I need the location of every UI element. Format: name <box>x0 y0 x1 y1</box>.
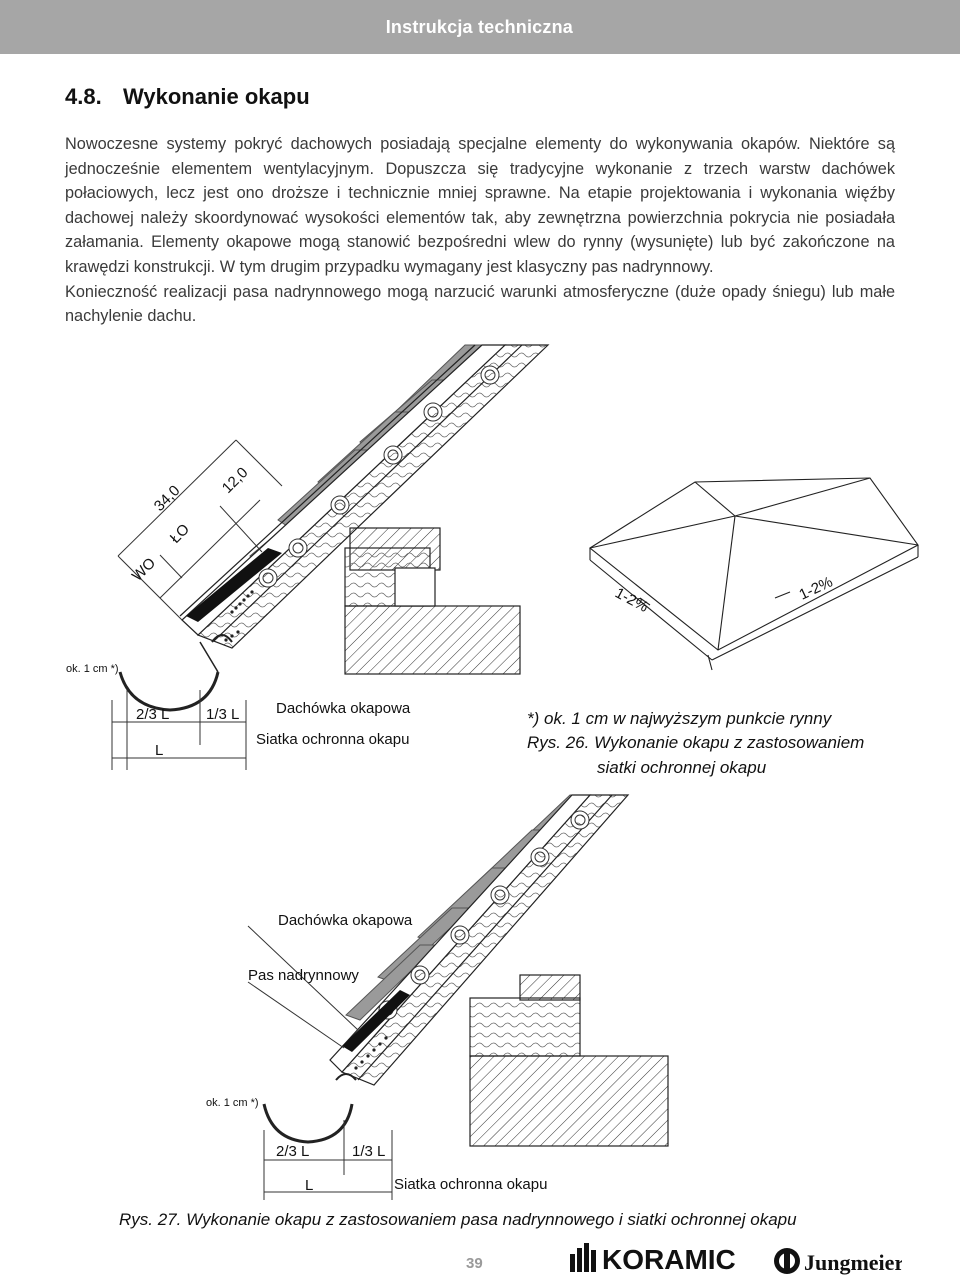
length-26: L <box>155 742 163 759</box>
koramic-text: KORAMIC <box>602 1244 736 1274</box>
gutter-hook-26 <box>211 634 233 643</box>
length-dimension-27 <box>263 1120 393 1200</box>
leader-lines-27 <box>247 925 359 1049</box>
header-bar: Instrukcja techniczna <box>0 0 960 54</box>
two-thirds-26: 2/3 L <box>136 706 169 723</box>
section-title: 4.8. Wykonanie okapu <box>65 84 310 110</box>
paragraph-1: Nowoczesne systemy pokryć dachowych posi… <box>65 135 895 276</box>
protective-mesh-26 <box>224 590 254 642</box>
body-text: Nowoczesne systemy pokryć dachowych posi… <box>65 132 895 329</box>
header-title: Instrukcja techniczna <box>385 17 573 37</box>
koramic-logo: KORAMIC <box>568 1240 758 1279</box>
caption-fig26-line1: Rys. 26. Wykonanie okapu z zastosowaniem <box>527 733 865 752</box>
footnote-26: *) ok. 1 cm w najwyższym punkcie rynny <box>527 709 833 728</box>
slope-left: 1-2% <box>612 585 651 616</box>
jungmeier-emblem-icon <box>774 1248 800 1274</box>
gap-note-27: ok. 1 cm *) <box>206 1097 259 1109</box>
dimension-wo: WO <box>129 555 159 585</box>
figure-26: WO ŁO 34,0 12,0 ok. 1 cm *) 2/3 L 1/3 L … <box>66 344 919 770</box>
battens-26 <box>258 365 500 588</box>
wall-structure-26 <box>344 527 521 675</box>
page-number: 39 <box>466 1255 483 1272</box>
one-third-27: 1/3 L <box>352 1143 385 1160</box>
hip-roof-sketch <box>589 477 919 671</box>
label-mesh-27: Siatka ochronna okapu <box>394 1176 547 1193</box>
jungmeier-text: Jungmeier <box>804 1250 902 1275</box>
eaves-strip-27 <box>342 990 410 1052</box>
eaves-drawings: WO ŁO 34,0 12,0 ok. 1 cm *) 2/3 L 1/3 L … <box>66 344 919 1200</box>
section-number: 4.8. <box>65 84 102 109</box>
caption-fig26-line2: siatki ochronnej okapu <box>597 758 767 777</box>
two-thirds-27: 2/3 L <box>276 1143 309 1160</box>
jungmeier-logo: Jungmeier <box>772 1244 904 1283</box>
gutter-bracket-26 <box>199 641 219 673</box>
koramic-mark-icon <box>570 1243 596 1272</box>
label-strip-27: Pas nadrynnowy <box>248 967 359 984</box>
figure-27: Dachówka okapowa Pas nadrynnowy ok. 1 cm… <box>206 794 669 1200</box>
paragraph-2: Konieczność realizacji pasa nadrynnowego… <box>65 282 895 326</box>
gap-note-26: ok. 1 cm *) <box>66 663 119 675</box>
eaves-vent-strip-26 <box>186 548 282 622</box>
dimension-lines-26 <box>117 439 283 621</box>
label-tile-26: Dachówka okapowa <box>276 700 411 717</box>
length-27: L <box>305 1177 313 1194</box>
dimension-lo: ŁO <box>167 521 193 547</box>
label-mesh-26: Siatka ochronna okapu <box>256 731 409 748</box>
dimension-12: 12,0 <box>219 464 252 497</box>
one-third-26: 1/3 L <box>206 706 239 723</box>
section-title-text: Wykonanie okapu <box>123 84 310 109</box>
protective-mesh-27 <box>354 1036 388 1070</box>
wall-structure-27 <box>469 974 669 1147</box>
gutter-26 <box>118 671 220 712</box>
label-tile-27: Dachówka okapowa <box>278 912 413 929</box>
gutter-27 <box>262 1103 354 1144</box>
gutter-hook-27 <box>335 1073 357 1081</box>
dimension-34: 34,0 <box>151 482 184 515</box>
length-dimension-26 <box>111 690 247 770</box>
caption-fig27: Rys. 27. Wykonanie okapu z zastosowaniem… <box>119 1210 797 1229</box>
